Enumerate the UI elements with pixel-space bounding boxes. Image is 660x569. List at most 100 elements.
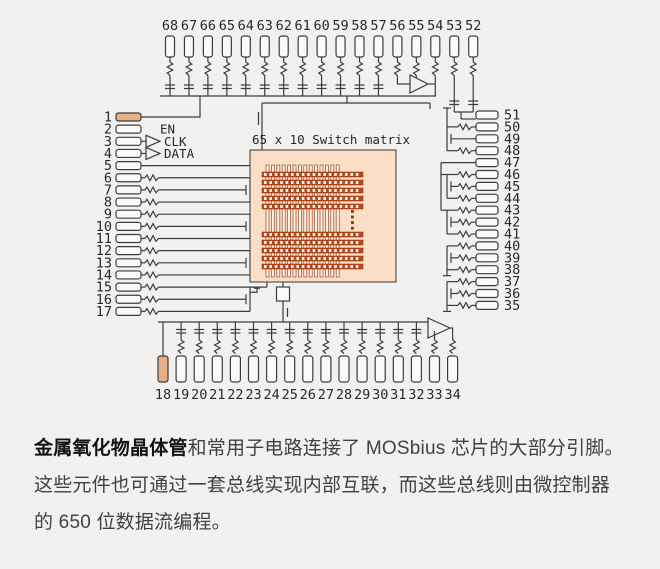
resistor [457,301,472,310]
pin-number-27: 27 [318,387,334,403]
resistor [376,339,385,354]
pin-pad-58 [354,35,365,58]
pin-number-7: 7 [104,182,112,198]
pin-number-23: 23 [245,387,261,403]
pin-number-66: 66 [200,18,216,34]
pin-pad-64 [240,35,251,58]
pin-pad-63 [259,35,270,58]
pin-number-42: 42 [504,215,520,231]
pin-pad-8 [115,197,142,207]
pin-pad-23 [247,355,260,383]
matrix-bus-bar [261,255,364,262]
pin-pad-46 [475,169,499,180]
pin-number-29: 29 [354,387,370,403]
pin-pad-42 [475,217,499,227]
matrix-column-line [330,164,335,278]
pin-number-2: 2 [104,122,112,138]
pin-number-33: 33 [426,387,442,403]
pin-pad-26 [302,355,314,383]
pin-number-43: 43 [504,203,520,219]
pin-pad-22 [229,355,241,383]
resistor [144,234,159,243]
pin-number-19: 19 [173,387,189,403]
signal-label-en: EN [160,122,175,137]
matrix-bus-bar [261,171,364,178]
wire [396,75,410,85]
matrix-ellipsis-dot [351,226,354,230]
pin-number-17: 17 [96,304,112,320]
resistor [412,339,421,354]
matrix-column-line [325,164,329,278]
resistor [165,61,175,76]
pin-number-50: 50 [504,119,520,135]
resistor [144,295,159,304]
pin-pad-61 [297,35,308,58]
pin-pad-35 [475,300,499,310]
matrix-column-line [276,164,281,278]
pin-number-52: 52 [465,18,481,34]
pin-number-20: 20 [191,387,207,403]
matrix-bus-bar [261,203,364,210]
matrix-bottom-connector [275,286,291,302]
pin-pad-45 [475,181,499,191]
pin-number-22: 22 [227,387,243,403]
pin-pad-55 [411,35,422,58]
pin-pad-68 [164,35,176,58]
pin-pad-27 [320,355,332,383]
pin-number-25: 25 [282,387,298,403]
matrix-bus-bar [261,263,364,270]
pin-pad-39 [475,253,499,263]
resistor [457,241,472,250]
matrix-column-line [314,164,318,278]
pin-number-10: 10 [96,219,112,235]
resistor [450,61,459,76]
matrix-column-line [271,164,275,278]
matrix-ellipsis-dot [351,221,354,224]
pin-number-34: 34 [444,387,460,403]
figure-caption: 金属氧化物晶体管和常用子电路连接了 MOSbius 芯片的大部分引脚。这些元件也… [34,430,628,541]
pin-pad-20 [193,355,205,383]
pin-pad-1 [115,112,142,122]
pin-pad-60 [316,35,327,58]
matrix-bus-bar [261,195,364,202]
resistor [241,61,250,76]
resistor [457,194,472,203]
resistor [184,61,194,76]
wire [141,96,201,118]
resistor [393,61,402,76]
resistor [457,206,472,215]
resistor [144,246,159,255]
pin-number-18: 18 [155,387,171,403]
pin-pad-10 [115,221,142,231]
pin-pad-41 [475,229,499,239]
pin-number-47: 47 [504,155,520,171]
pin-pad-17 [115,306,142,316]
pin-pad-12 [115,246,142,256]
pin-pad-3 [115,136,142,146]
pin-number-32: 32 [408,387,424,403]
pin-number-65: 65 [219,18,235,34]
matrix-column-line [303,164,308,278]
matrix-bus-bar [261,231,364,238]
pin-number-41: 41 [504,227,520,243]
pin-number-11: 11 [96,231,112,247]
switch-matrix: 65 x 10 Switch matrix [249,132,411,283]
matrix-column-line [308,164,313,278]
resistor [431,61,440,76]
pin-number-15: 15 [96,280,112,296]
resistor [358,339,367,354]
pin-pad-34 [447,355,459,383]
pin-pad-50 [475,122,499,132]
resistor [144,210,159,219]
resistor [144,173,159,182]
pin-pad-53 [449,35,460,58]
pin-number-54: 54 [427,18,443,34]
matrix-column-line [281,164,286,278]
pin-pad-4 [115,148,142,159]
resistor [336,61,345,76]
pin-number-45: 45 [504,179,520,195]
